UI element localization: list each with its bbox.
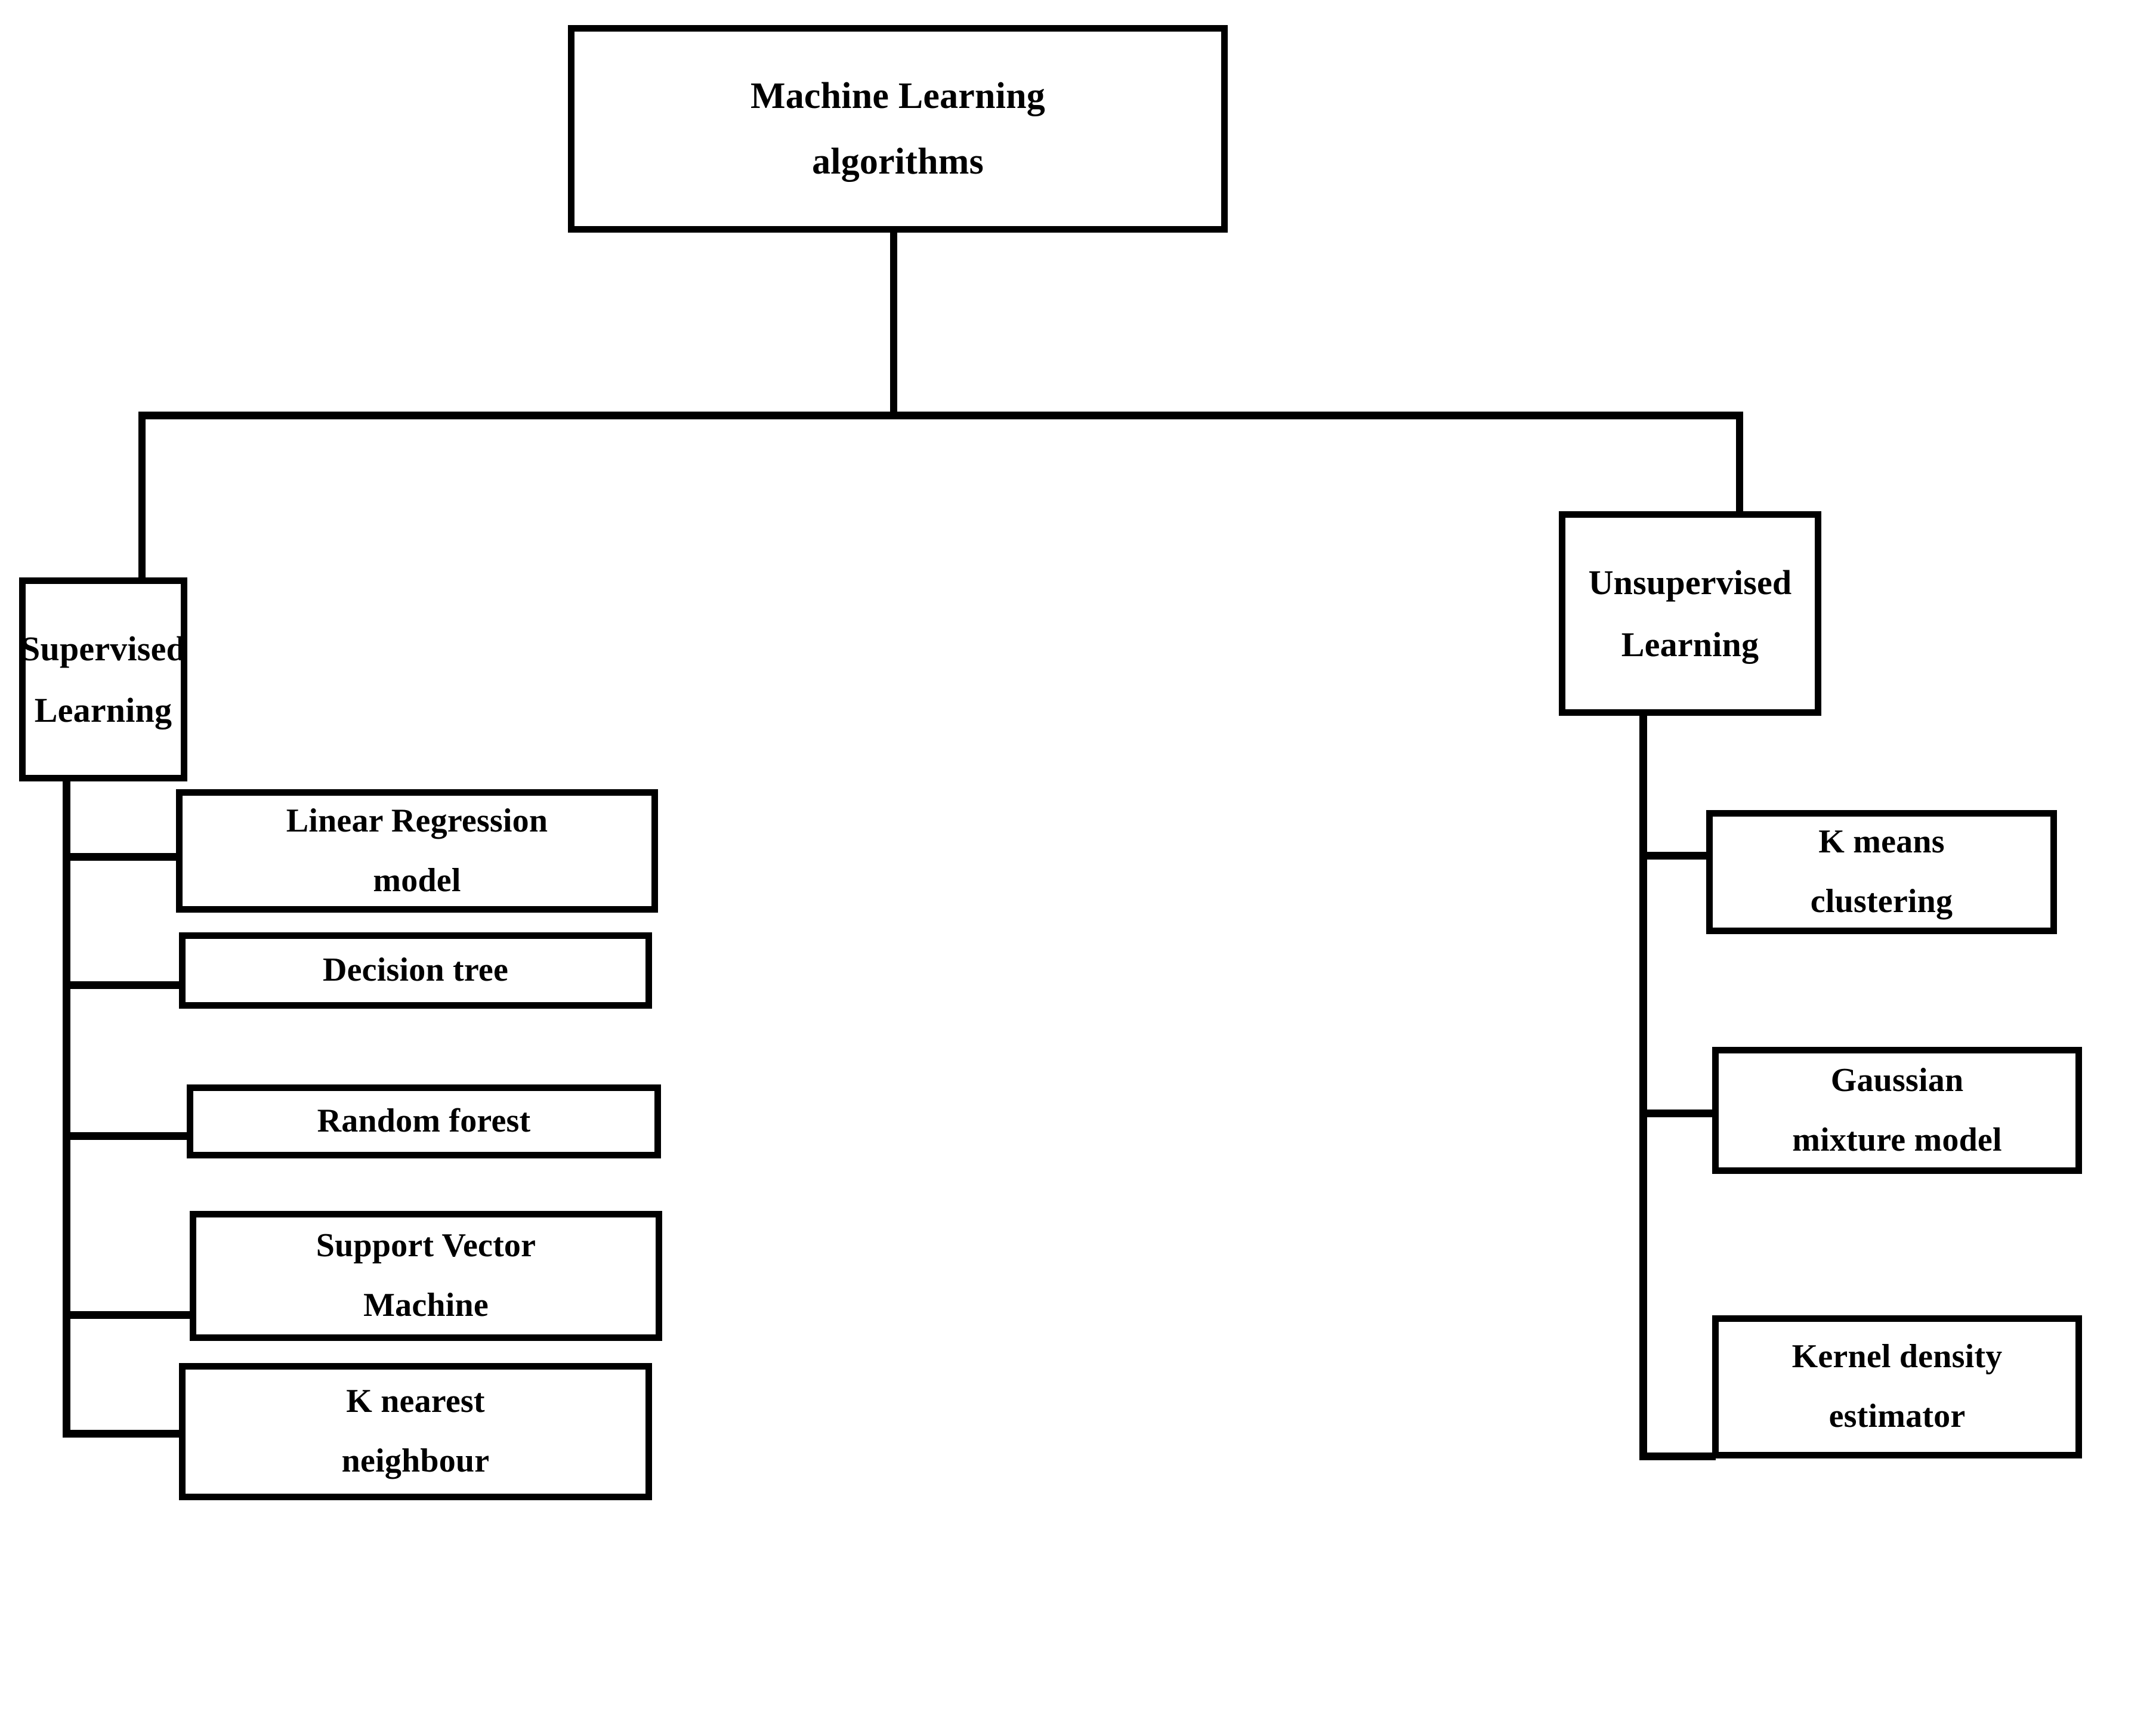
node-decision-tree[interactable]: Decision tree (179, 932, 652, 1009)
node-kernel-density-estimator-line-2: estimator (1828, 1398, 1966, 1435)
node-unsupervised-line-2: Learning (1621, 625, 1759, 664)
node-support-vector-machine-line-2: Machine (363, 1287, 489, 1324)
node-supervised-learning[interactable]: Supervised Learning (19, 577, 187, 781)
edge-root-stem (890, 231, 897, 416)
node-gaussian-mixture-model[interactable]: Gaussian mixture model (1712, 1047, 2082, 1174)
edge-unsupervised-to-kernel-density-estimator (1639, 1453, 1716, 1460)
node-kernel-density-estimator[interactable]: Kernel density estimator (1712, 1315, 2082, 1458)
edge-supervised-to-random-forest (63, 1132, 194, 1140)
node-linear-regression-model[interactable]: Linear Regression model (176, 789, 658, 913)
node-k-means-clustering[interactable]: K means clustering (1706, 810, 2057, 934)
edge-supervised-trunk (63, 775, 70, 1438)
node-unsupervised-learning[interactable]: Unsupervised Learning (1559, 511, 1821, 716)
node-support-vector-machine-line-1: Support Vector (316, 1227, 536, 1265)
node-k-means-clustering-line-2: clustering (1810, 883, 1953, 920)
node-decision-tree-line-1: Decision tree (322, 951, 508, 989)
edge-bus-to-unsupervised (1736, 412, 1743, 516)
node-machine-learning-algorithms[interactable]: Machine Learning algorithms (568, 25, 1228, 233)
edge-unsupervised-trunk (1639, 713, 1647, 1460)
node-unsupervised-line-1: Unsupervised (1588, 563, 1792, 602)
node-linear-regression-model-line-1: Linear Regression (286, 802, 548, 839)
edge-supervised-to-k-nearest-neighbour (63, 1430, 187, 1438)
node-supervised-line-1: Supervised (21, 629, 186, 668)
node-root-line-2: algorithms (812, 141, 984, 182)
node-k-nearest-neighbour[interactable]: K nearest neighbour (179, 1363, 652, 1500)
node-k-nearest-neighbour-line-2: neighbour (341, 1442, 490, 1479)
edge-root-bus (138, 412, 1743, 419)
edge-supervised-to-support-vector-machine (63, 1311, 195, 1319)
node-random-forest[interactable]: Random forest (187, 1084, 661, 1158)
node-gaussian-mixture-model-line-1: Gaussian (1830, 1061, 1964, 1099)
node-gaussian-mixture-model-line-2: mixture model (1792, 1121, 2002, 1158)
node-supervised-line-2: Learning (34, 691, 172, 730)
edge-unsupervised-to-k-means-clustering (1639, 852, 1710, 860)
node-kernel-density-estimator-line-1: Kernel density (1791, 1338, 2003, 1376)
edge-unsupervised-to-gaussian-mixture-model (1639, 1110, 1716, 1117)
edge-supervised-to-decision-tree (63, 981, 185, 989)
node-k-nearest-neighbour-line-1: K nearest (346, 1383, 485, 1420)
node-linear-regression-model-line-2: model (373, 861, 461, 899)
edge-bus-to-supervised (138, 412, 146, 585)
node-support-vector-machine[interactable]: Support Vector Machine (190, 1211, 662, 1341)
node-root-line-1: Machine Learning (750, 75, 1046, 116)
node-k-means-clustering-line-1: K means (1818, 823, 1945, 861)
edge-supervised-to-linear-regression-model (63, 853, 182, 861)
node-random-forest-line-1: Random forest (317, 1102, 531, 1140)
